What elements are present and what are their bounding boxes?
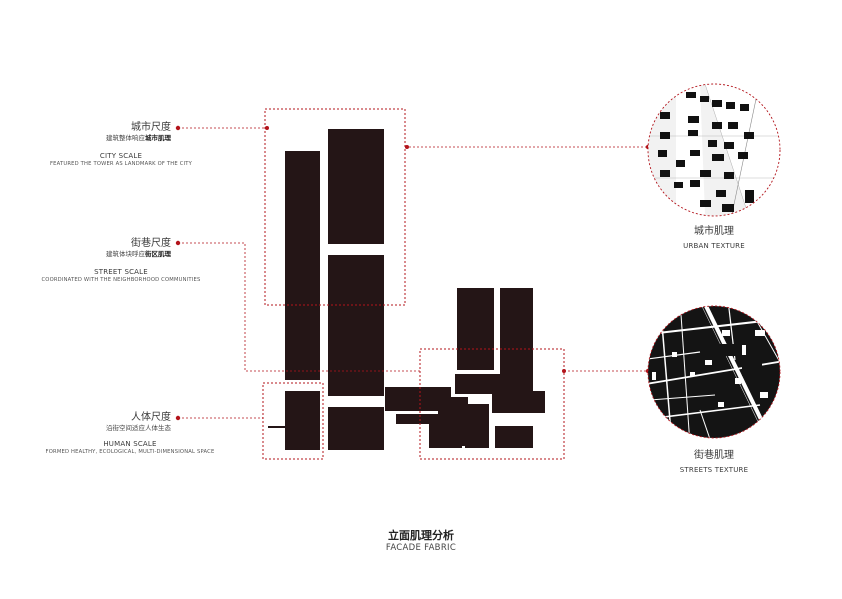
urban-texture-en: URBAN TEXTURE xyxy=(683,242,745,250)
urban-texture-cn: 城市肌理 xyxy=(694,226,734,237)
human-scale-en-label: HUMAN SCALE FORMED HEALTHY, ECOLOGICAL, … xyxy=(0,440,260,456)
connector-lines xyxy=(178,127,648,419)
human-scale-label: 人体尺度 沿街空间适应人体生态 xyxy=(106,412,171,433)
street-scale-label: 街巷尺度 建筑体块呼应街区肌理 xyxy=(106,238,171,259)
human-scale-bar xyxy=(268,426,285,428)
city-scale-en-sub: FEATURED THE TOWER AS LANDMARK OF THE CI… xyxy=(49,161,192,167)
city-scale-frame xyxy=(264,108,406,306)
podium-block-base xyxy=(328,407,384,450)
city-scale-en: CITY SCALE xyxy=(99,152,143,160)
street-scale-cn-sub-bold: 街区肌理 xyxy=(145,250,171,258)
street-scale-cn-sub: 建筑体块呼应街区肌理 xyxy=(106,250,171,259)
street-block-5 xyxy=(396,414,454,424)
streets-texture-en: STREETS TEXTURE xyxy=(679,466,749,474)
dot-marker-icon xyxy=(405,145,409,149)
street-block-1 xyxy=(457,288,494,370)
tower-block-upper xyxy=(328,129,384,244)
urban-texture-label: 城市肌理 URBAN TEXTURE xyxy=(654,226,774,251)
human-scale-en-sub: FORMED HEALTHY, ECOLOGICAL, MULTI-DIMENS… xyxy=(45,449,215,455)
podium-block-human xyxy=(285,391,320,450)
street-block-8 xyxy=(465,404,489,448)
diagram-title-en: FACADE FABRIC xyxy=(385,543,457,553)
city-scale-cn-sub-pre: 建筑整体响应 xyxy=(106,134,145,142)
street-scale-cn: 街巷尺度 xyxy=(131,238,171,249)
city-scale-cn: 城市尺度 xyxy=(131,122,171,133)
city-scale-en-label: CITY SCALE FEATURED THE TOWER AS LANDMAR… xyxy=(0,152,242,168)
dot-marker-icon xyxy=(175,125,181,131)
streets-texture-label: 街巷肌理 STREETS TEXTURE xyxy=(654,450,774,475)
street-block-7 xyxy=(429,420,462,448)
connector-dots xyxy=(175,125,651,421)
street-block-10 xyxy=(495,426,533,448)
diagram-title: 立面肌理分析 FACADE FABRIC xyxy=(321,527,521,553)
tower-block-middle xyxy=(328,255,384,396)
building-masses xyxy=(268,129,545,450)
street-scale-cn-sub-pre: 建筑体块呼应 xyxy=(106,250,145,258)
city-scale-cn-sub-bold: 城市肌理 xyxy=(145,134,171,142)
dot-marker-icon xyxy=(562,369,566,373)
street-scale-frame xyxy=(419,348,565,460)
city-scale-label: 城市尺度 建筑整体响应城市肌理 xyxy=(106,122,171,143)
dot-marker-icon xyxy=(175,240,181,246)
dot-marker-icon xyxy=(175,415,181,421)
street-block-9 xyxy=(492,391,545,413)
human-scale-cn: 人体尺度 xyxy=(131,412,171,423)
scale-frames xyxy=(262,108,565,460)
tower-block-tall xyxy=(285,151,320,380)
street-scale-en: STREET SCALE xyxy=(94,268,148,276)
human-scale-en: HUMAN SCALE xyxy=(103,440,157,448)
street-connector-left xyxy=(178,242,420,372)
human-scale-cn-sub: 沿街空间适应人体生态 xyxy=(106,424,171,432)
dot-marker-icon xyxy=(265,126,269,130)
streets-texture-map xyxy=(647,305,781,439)
streets-texture-cn: 街巷肌理 xyxy=(694,450,734,461)
street-scale-en-sub: COORDINATED WITH THE NEIGHBORHOOD COMMUN… xyxy=(41,277,201,283)
street-block-3 xyxy=(455,374,507,394)
human-scale-frame xyxy=(262,382,324,460)
urban-texture-map xyxy=(647,83,781,217)
street-scale-en-label: STREET SCALE COORDINATED WITH THE NEIGHB… xyxy=(0,268,242,284)
diagram-title-cn: 立面肌理分析 xyxy=(388,529,454,542)
city-scale-cn-sub: 建筑整体响应城市肌理 xyxy=(106,134,171,143)
street-block-2 xyxy=(500,288,533,391)
